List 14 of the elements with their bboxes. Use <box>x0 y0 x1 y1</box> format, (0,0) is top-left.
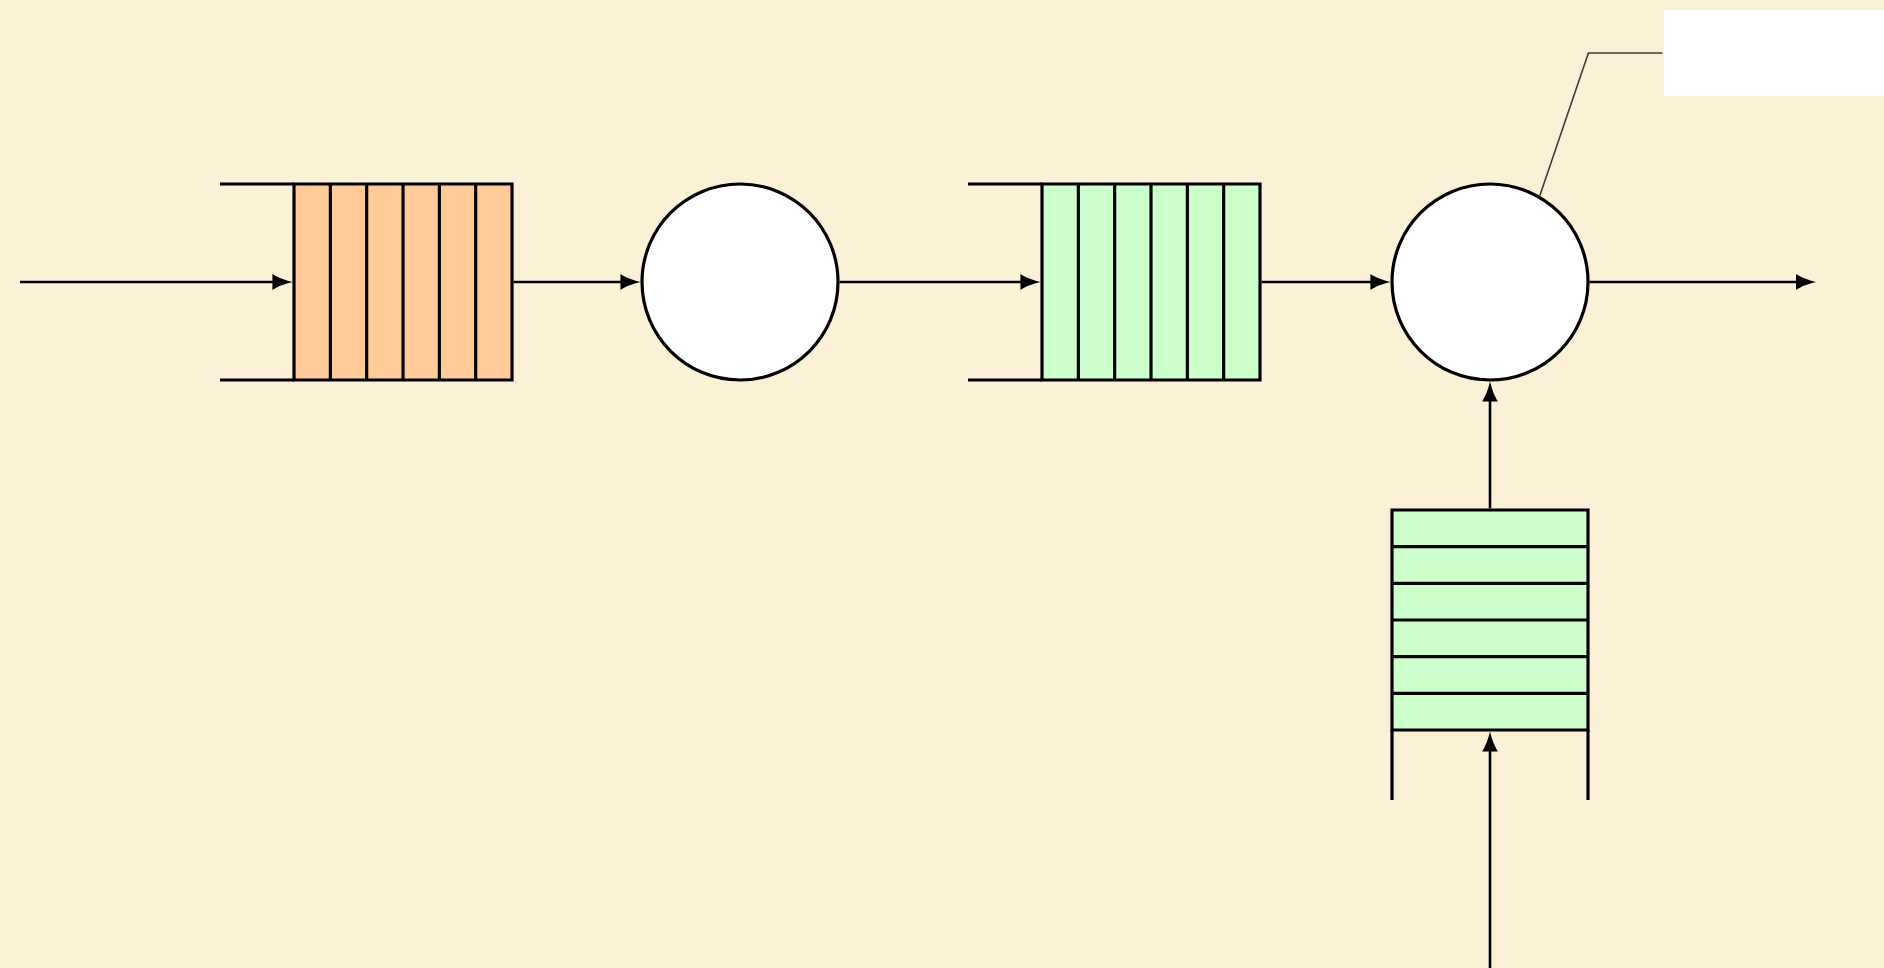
blank-box <box>1664 10 1884 96</box>
queue <box>1390 508 1590 800</box>
arrow <box>1589 275 1813 289</box>
arrow <box>1483 735 1497 968</box>
arrow <box>1261 275 1387 289</box>
server-circle <box>1390 182 1590 382</box>
leader-line <box>1539 52 1664 197</box>
arrow <box>839 275 1037 289</box>
arrow <box>20 275 289 289</box>
server-circle <box>640 182 840 382</box>
queue <box>968 182 1262 382</box>
arrow <box>513 275 637 289</box>
queue <box>220 182 514 382</box>
arrow <box>1483 385 1497 509</box>
